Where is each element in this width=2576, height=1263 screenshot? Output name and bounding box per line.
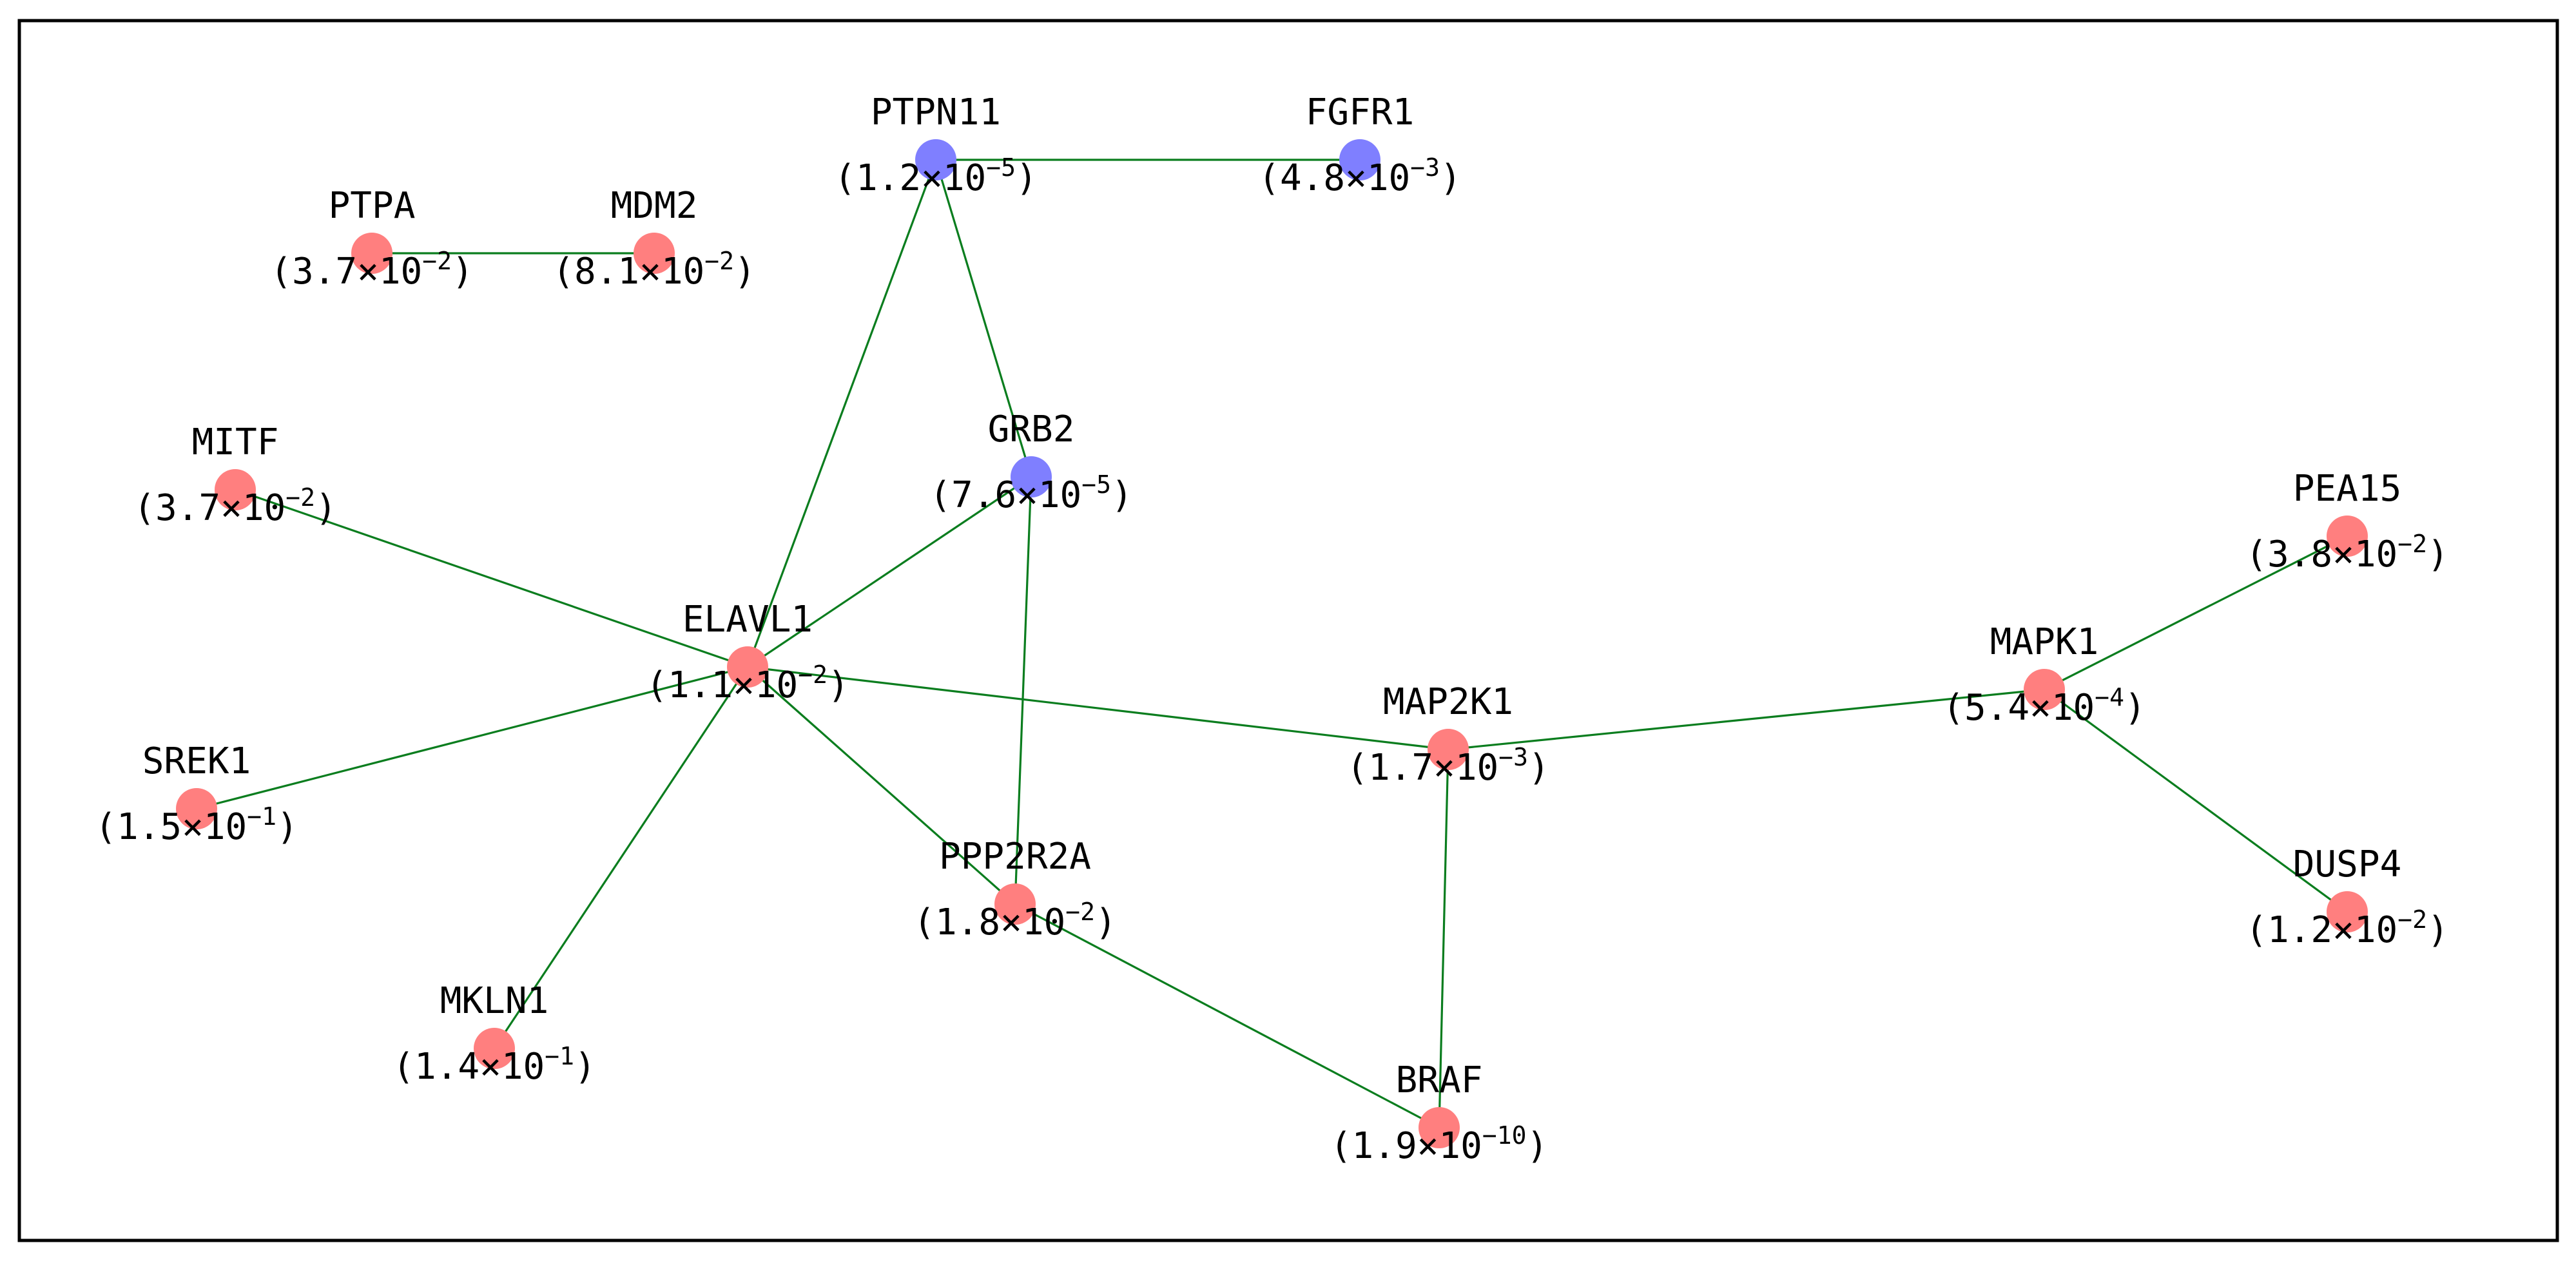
node-label-mdm2: MDM2 [611,185,698,227]
node-label-map2k1: MAP2K1 [1383,681,1513,723]
pvalue-exponent: −2 [1065,898,1095,926]
node-pvalue-srek1: (1.5×10−1) [95,802,298,848]
pvalue-mantissa: 1.9 [1352,1125,1417,1167]
pvalue-mantissa: 7.6 [951,474,1016,516]
node-ptpn11[interactable] [915,139,956,180]
node-ppp2r2a[interactable] [994,883,1036,925]
pvalue-exponent: −3 [1498,743,1528,771]
pvalue-mantissa: 3.7 [155,487,220,529]
node-pvalue-elavl1: (1.1×10−2) [646,660,849,706]
edge-mapk1-dusp4 [2044,688,2348,913]
node-label-braf: BRAF [1396,1059,1483,1101]
nodes-layer [176,139,2368,1148]
pvalue-mantissa: 5.4 [1964,687,2029,729]
node-pvalue-grb2: (7.6×10−5) [929,470,1133,516]
edge-map2k1-mapk1 [1448,688,2045,751]
edge-mapk1-pea15 [2044,535,2348,691]
edge-mkln1-elavl1 [493,666,749,1049]
pvalue-exponent: −2 [2397,530,2427,558]
pvalue-mantissa: 3.8 [2267,534,2332,575]
node-map2k1[interactable] [1428,729,1469,770]
node-braf[interactable] [1419,1107,1460,1148]
node-label-fgfr1: FGFR1 [1306,92,1415,133]
pvalue-mantissa: 1.4 [414,1046,479,1088]
edge-srek1-elavl1 [196,666,748,810]
edge-map2k1-braf [1438,749,1449,1128]
node-label-mapk1: MAPK1 [1990,621,2099,663]
pvalue-exponent: −2 [798,660,828,689]
pvalue-exponent: −3 [1410,153,1440,182]
node-label-mkln1: MKLN1 [440,980,549,1022]
pvalue-mantissa: 1.5 [117,806,182,848]
edge-ptpn11-grb2 [935,159,1032,477]
node-label-dusp4: DUSP4 [2293,844,2402,885]
pvalue-exponent: −2 [2397,905,2427,934]
pvalue-exponent: −1 [247,802,276,831]
node-label-ptpa: PTPA [329,185,416,227]
pvalue-exponent: −5 [986,153,1016,182]
node-pvalue-mapk1: (5.4×10−4) [1942,683,2146,729]
pvalue-exponent: −2 [704,247,734,275]
plot-frame [17,19,2559,1242]
pvalue-exponent: −10 [1482,1121,1527,1150]
node-mapk1[interactable] [2024,669,2065,710]
pvalue-mantissa: 1.8 [935,901,1000,943]
pvalue-mantissa: 1.1 [668,664,733,706]
node-label-ppp2r2a: PPP2R2A [939,836,1091,878]
pvalue-mantissa: 3.7 [292,251,357,293]
pvalue-mantissa: 1.2 [856,157,921,199]
pvalue-exponent: −2 [422,247,452,275]
pvalue-mantissa: 8.1 [574,251,639,293]
pvalue-exponent: −2 [286,483,315,512]
node-label-elavl1: ELAVL1 [683,599,813,641]
node-label-srek1: SREK1 [142,740,251,782]
edge-ppp2r2a-braf [1014,903,1440,1129]
pvalue-mantissa: 1.2 [2267,909,2332,951]
edges-layer [196,159,2348,1129]
labels-layer: PTPN11(1.2×10−5)FGFR1(4.8×10−3)PTPA(3.7×… [95,92,2449,1167]
pvalue-mantissa: 1.7 [1368,747,1433,789]
pvalue-exponent: −1 [545,1042,574,1070]
node-label-mitf: MITF [192,421,279,463]
pvalue-exponent: −5 [1081,470,1111,499]
node-label-grb2: GRB2 [988,409,1075,450]
edge-elavl1-ppp2r2a [746,666,1016,905]
node-mdm2[interactable] [634,233,675,274]
pvalue-exponent: −4 [2095,683,2124,711]
edge-elavl1-map2k1 [747,666,1449,751]
node-mitf[interactable] [215,469,256,510]
node-label-pea15: PEA15 [2293,468,2402,510]
edge-mitf-elavl1 [235,488,748,668]
node-srek1[interactable] [176,788,217,829]
node-mkln1[interactable] [474,1028,515,1069]
node-elavl1[interactable] [727,646,768,688]
node-dusp4[interactable] [2327,891,2368,932]
node-pvalue-ppp2r2a: (1.8×10−2) [913,898,1117,943]
pvalue-mantissa: 4.8 [1280,157,1345,199]
edge-ptpn11-elavl1 [746,159,937,668]
edge-grb2-ppp2r2a [1014,476,1032,905]
node-ptpa[interactable] [351,233,392,274]
node-fgfr1[interactable] [1339,139,1380,180]
node-grb2[interactable] [1011,456,1052,497]
edge-grb2-elavl1 [747,476,1032,668]
node-pea15[interactable] [2327,516,2368,557]
node-pvalue-mitf: (3.7×10−2) [133,483,337,529]
node-label-ptpn11: PTPN11 [871,92,1001,133]
